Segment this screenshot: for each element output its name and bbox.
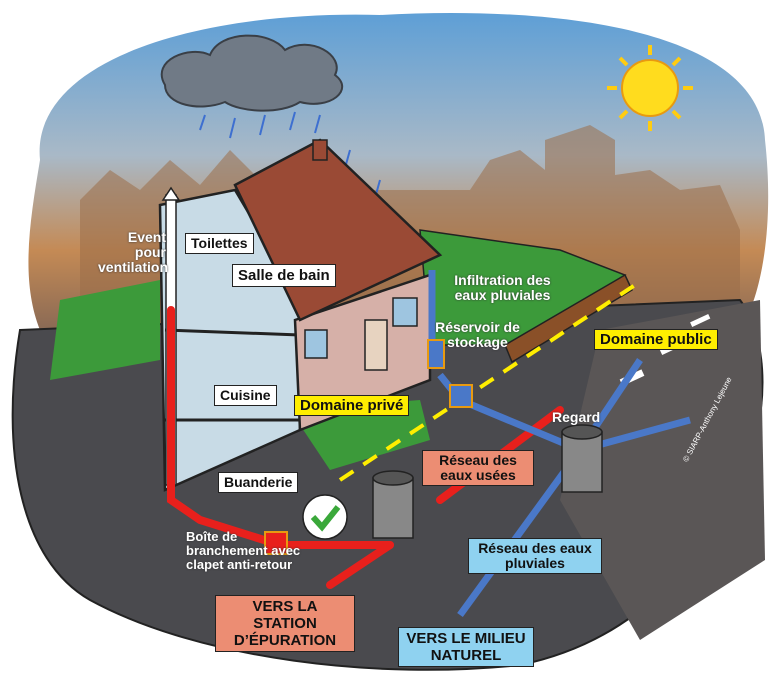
bathroom-label: Salle de bain xyxy=(232,264,336,287)
public-domain-label: Domaine public xyxy=(594,329,718,350)
connection-box xyxy=(264,531,288,555)
manhole xyxy=(372,424,603,539)
lawn-left xyxy=(50,280,160,380)
private-domain-label: Domaine privé xyxy=(294,395,410,416)
to-nature-label: VERS LE MILIEU NATUREL xyxy=(398,627,534,667)
sun-icon xyxy=(607,45,693,131)
kitchen-label: Cuisine xyxy=(214,385,277,406)
to-treatment-label: VERS LA STATION D’ÉPURATION xyxy=(215,595,355,652)
rainwater-network-label: Réseau des eaux pluviales xyxy=(468,538,602,574)
storage-label: Réservoir de stockage xyxy=(435,319,520,350)
vent-label: Event pour ventilation xyxy=(98,229,169,275)
manhole-label: Regard xyxy=(552,409,601,425)
toilets-label: Toilettes xyxy=(185,233,254,254)
laundry-label: Buanderie xyxy=(218,472,299,493)
wastewater-network-label: Réseau des eaux usées xyxy=(422,450,534,486)
garden-wall xyxy=(504,273,633,364)
infiltration-label: Infiltration des eaux pluviales xyxy=(454,272,551,303)
road xyxy=(560,300,765,640)
checkmark-icon xyxy=(302,494,348,540)
boundary-line xyxy=(338,283,637,482)
connection-box-label: Boîte de branchement avec clapet anti-re… xyxy=(186,529,301,572)
